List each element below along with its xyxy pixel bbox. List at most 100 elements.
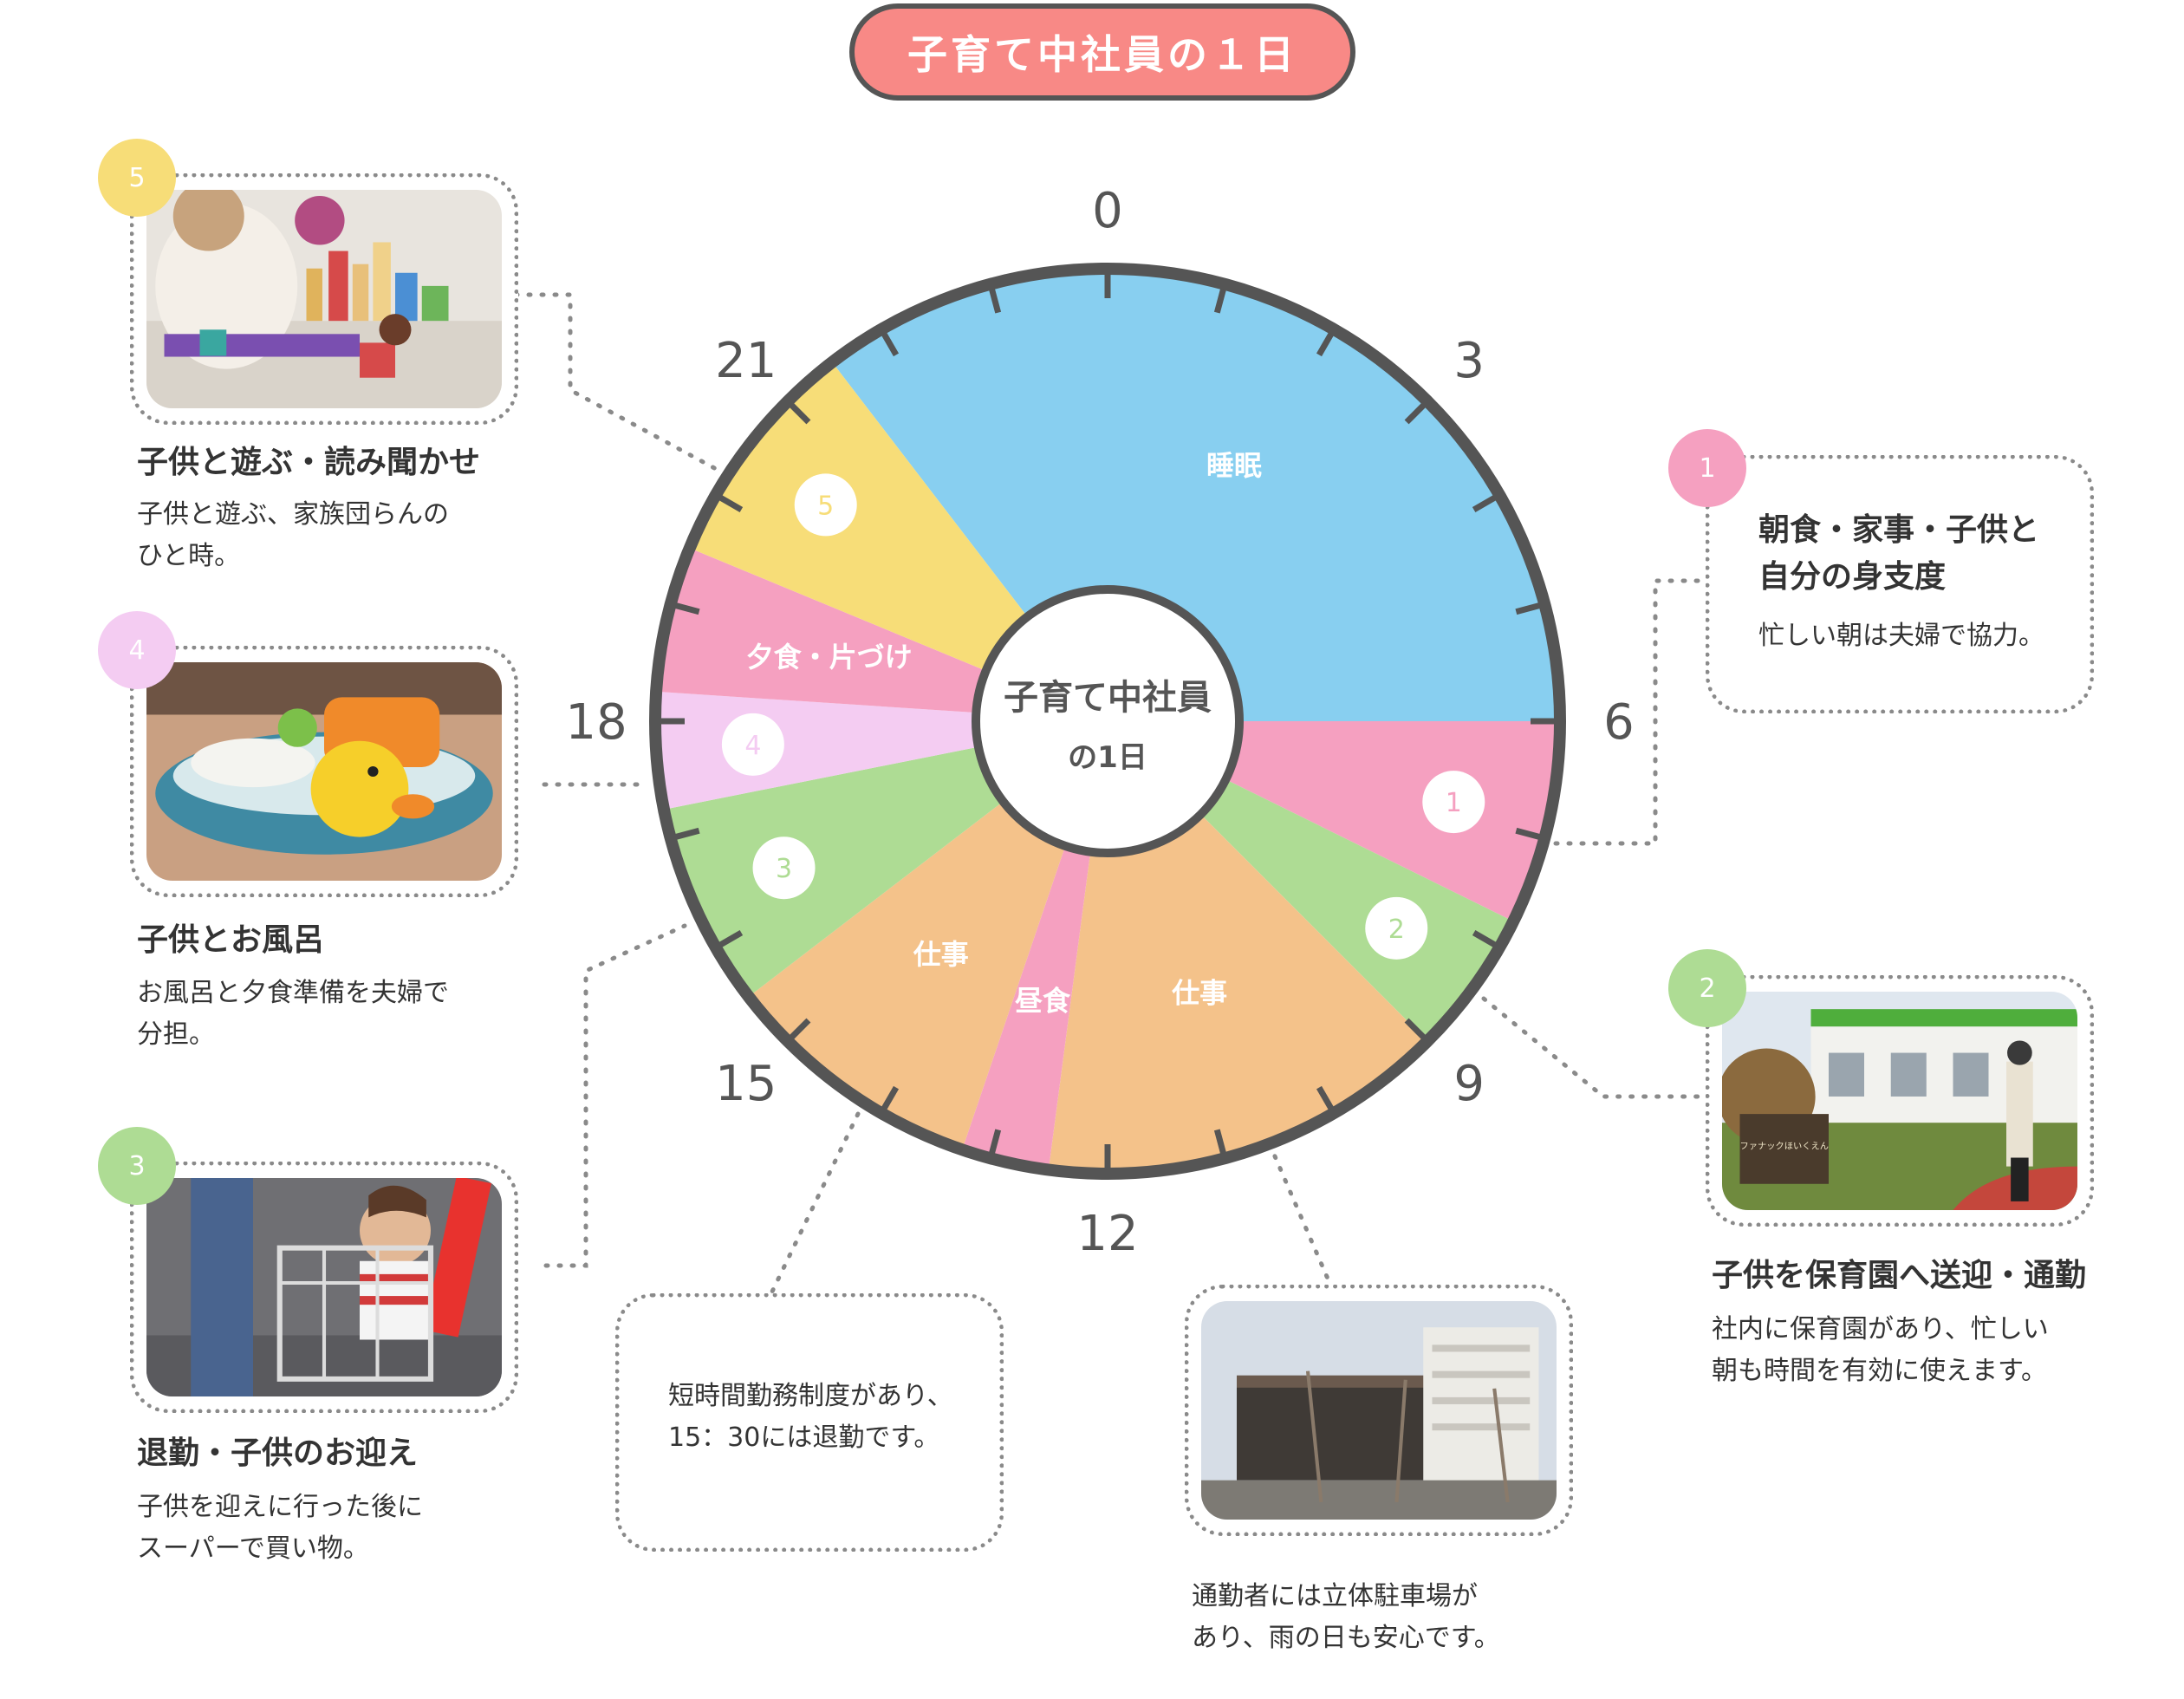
callout-desc-4-line-2: 分担。 bbox=[137, 1019, 215, 1050]
callout-badge-4: 4 bbox=[98, 611, 176, 689]
segment-label-work-pm: 仕事 bbox=[913, 938, 969, 971]
parking-desc-line-2: あり、雨の日も安心です。 bbox=[1192, 1623, 1500, 1653]
connector-parking bbox=[1267, 1142, 1333, 1287]
photo-blocks bbox=[146, 190, 502, 408]
clock-tick bbox=[718, 929, 744, 948]
callout-desc-5-line-1: 子供と遊ぶ、家族団らんの bbox=[137, 499, 449, 530]
callout-desc-1: 忙しい朝は夫婦で協力。 bbox=[1758, 615, 2044, 657]
hour-label-9: 9 bbox=[1453, 1056, 1485, 1112]
callout-desc-2-line-2: 朝も時間を有効に使えます。 bbox=[1712, 1356, 2047, 1386]
nursery-sign-text: ファナックほいくえん bbox=[1740, 1142, 1829, 1152]
callout-heading-1: 朝食・家事・子供と 自分の身支度 bbox=[1758, 507, 2039, 601]
clock-tick bbox=[1316, 332, 1335, 357]
clock-tick bbox=[881, 332, 900, 357]
clock-center-line-2: の1日 bbox=[1068, 740, 1147, 775]
segment-badge-s2 bbox=[1365, 896, 1428, 960]
photo-card-parking bbox=[1185, 1285, 1573, 1536]
callout-desc-2-line-1: 社内に保育園があり、忙しい bbox=[1712, 1314, 2049, 1344]
photo-card-c2: ファナックほいくえん bbox=[1706, 975, 2094, 1227]
clock-tick bbox=[881, 1085, 900, 1110]
hour-label-15: 15 bbox=[715, 1056, 777, 1112]
connector-c5 bbox=[513, 292, 720, 472]
callout-heading-1-line-2: 自分の身支度 bbox=[1758, 559, 1947, 595]
callout-desc-4-line-1: お風呂と夕食準備を夫婦で bbox=[137, 978, 449, 1008]
segment-badge-s4 bbox=[721, 713, 784, 776]
segment-badge-number-s2: 2 bbox=[1388, 915, 1405, 945]
hour-label-6: 6 bbox=[1603, 694, 1635, 751]
clock-tick bbox=[789, 1018, 811, 1040]
parking-desc-line-1: 通勤者には立体駐車場が bbox=[1192, 1581, 1478, 1611]
clock-tick bbox=[1213, 1129, 1226, 1155]
clock-center-line-1: 子育て中社員 bbox=[1004, 678, 1212, 718]
photo-parking-building bbox=[1201, 1301, 1557, 1520]
photo-card-c4 bbox=[130, 646, 518, 897]
callout-heading-3: 退勤・子供のお迎え bbox=[137, 1435, 419, 1471]
hour-label-3: 3 bbox=[1453, 333, 1485, 389]
hour-label-0: 0 bbox=[1092, 183, 1123, 239]
clock-tick bbox=[1404, 1018, 1427, 1040]
callout-heading-2: 子供を保育園へ送迎・通勤 bbox=[1712, 1258, 2087, 1293]
clock-tick bbox=[1404, 402, 1427, 425]
callout-badge-3: 3 bbox=[98, 1127, 176, 1205]
photo-card-c5 bbox=[130, 173, 518, 425]
segment-badge-s3 bbox=[752, 836, 816, 900]
short-hours-desc-line-2: 15：30には退勤です。 bbox=[668, 1422, 940, 1453]
connector-c2 bbox=[1481, 996, 1719, 1099]
callout-desc-5: 子供と遊ぶ、家族団らんの ひと時。 bbox=[137, 494, 449, 577]
clock-tick bbox=[1515, 827, 1541, 840]
hour-label-12: 12 bbox=[1076, 1206, 1138, 1262]
clock-tick bbox=[1472, 494, 1497, 513]
connector-c1 bbox=[1553, 578, 1719, 846]
segment-label-dinner: 夕食・片づけ bbox=[746, 641, 913, 674]
segment-label-work-am: 仕事 bbox=[1172, 976, 1227, 1009]
hour-label-18: 18 bbox=[565, 694, 627, 751]
segment-badge-number-s3: 3 bbox=[776, 854, 792, 884]
clock-tick bbox=[1472, 929, 1497, 948]
clock-rim bbox=[649, 263, 1566, 1180]
callout-badge-2: 2 bbox=[1668, 949, 1746, 1027]
segment-badge-s5 bbox=[794, 473, 857, 537]
segment-badge-number-s1: 1 bbox=[1446, 788, 1462, 818]
callout-desc-4: お風呂と夕食準備を夫婦で 分担。 bbox=[137, 973, 449, 1056]
clock-tick bbox=[1316, 1085, 1335, 1110]
segment-s5 bbox=[689, 361, 1108, 721]
segment-badge-number-s4: 4 bbox=[744, 731, 761, 761]
callout-badge-5: 5 bbox=[98, 139, 176, 217]
photo-bath-toys bbox=[146, 662, 502, 881]
clock-tick bbox=[1213, 288, 1226, 314]
clock-tick bbox=[718, 494, 744, 513]
clock-tick bbox=[989, 1129, 1002, 1155]
segment-sleep bbox=[832, 269, 1560, 722]
segment-label-lunch: 昼食 bbox=[1015, 984, 1071, 1017]
clock-tick bbox=[789, 402, 811, 425]
connector-c3 bbox=[543, 923, 687, 1268]
segment-badge-number-s5: 5 bbox=[817, 491, 834, 521]
callout-desc-3-line-2: スーパーで買い物。 bbox=[137, 1533, 369, 1564]
hour-label-21: 21 bbox=[715, 333, 777, 389]
parking-desc: 通勤者には立体駐車場が あり、雨の日も安心です。 bbox=[1192, 1576, 1500, 1659]
clock-tick bbox=[674, 827, 700, 840]
callout-heading-5: 子供と遊ぶ・読み聞かせ bbox=[137, 445, 481, 480]
callout-card-c1: 朝食・家事・子供と 自分の身支度 忙しい朝は夫婦で協力。 bbox=[1706, 455, 2094, 713]
short-hours-card: 短時間勤務制度があり、 15：30には退勤です。 bbox=[615, 1293, 1004, 1552]
page-title: 子育て中社員の１日 bbox=[849, 3, 1355, 101]
callout-desc-3-line-1: 子供を迎えに行った後に bbox=[137, 1492, 423, 1522]
callout-desc-5-line-2: ひと時。 bbox=[137, 541, 241, 571]
clock-center bbox=[972, 585, 1244, 857]
callout-badge-1: 1 bbox=[1668, 429, 1746, 507]
short-hours-desc: 短時間勤務制度があり、 15：30には退勤です。 bbox=[668, 1376, 953, 1459]
segment-work-pm bbox=[748, 721, 1108, 1150]
callout-heading-1-line-1: 朝食・家事・子供と bbox=[1758, 512, 2040, 548]
callout-desc-1-line-1: 忙しい朝は夫婦で協力。 bbox=[1758, 621, 2044, 651]
photo-nursery: ファナックほいくえん bbox=[1722, 992, 2077, 1210]
callout-desc-3: 子供を迎えに行った後に スーパーで買い物。 bbox=[137, 1487, 423, 1570]
callout-heading-4: 子供とお風呂 bbox=[137, 922, 325, 958]
short-hours-desc-line-1: 短時間勤務制度があり、 bbox=[668, 1381, 953, 1411]
clock-segments bbox=[654, 269, 1560, 1174]
segment-badge-s1 bbox=[1422, 771, 1485, 834]
segment-label-sleep: 睡眠 bbox=[1206, 449, 1262, 482]
callout-desc-2: 社内に保育園があり、忙しい 朝も時間を有効に使えます。 bbox=[1712, 1309, 2049, 1392]
